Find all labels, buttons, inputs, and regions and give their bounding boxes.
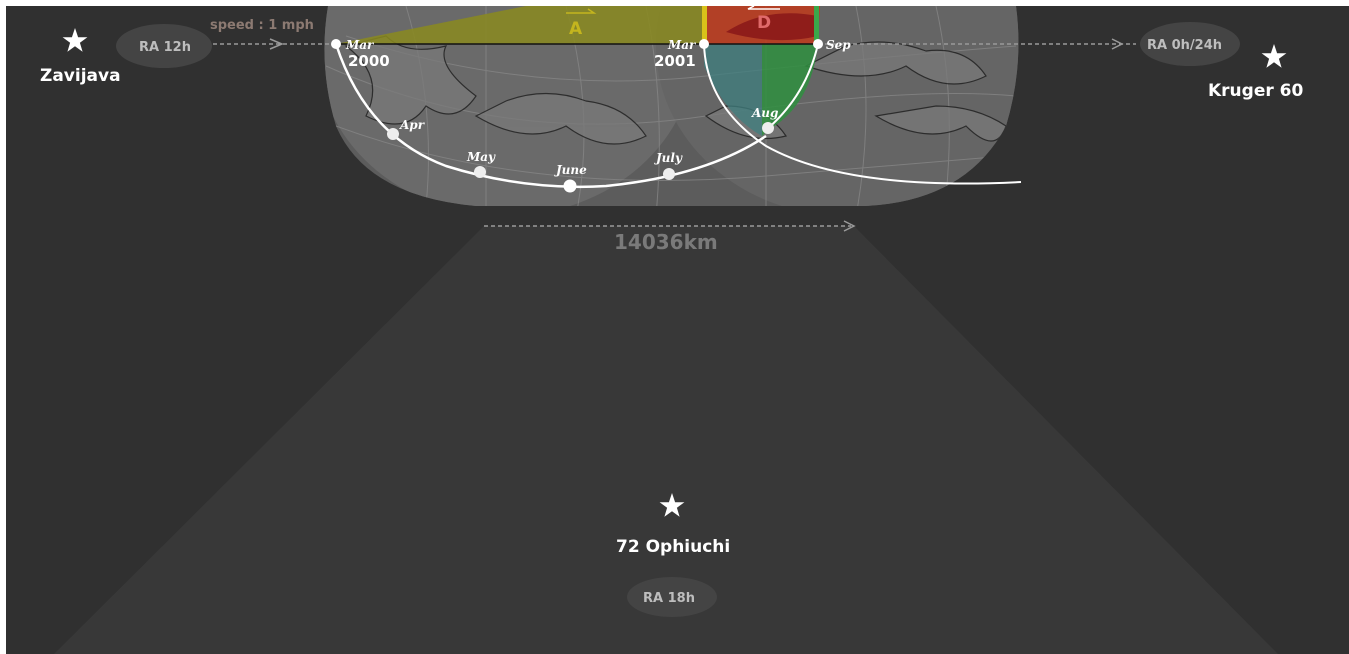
- orbit-return-arc: [765, 43, 819, 131]
- label-apr: Apr: [399, 118, 426, 132]
- kruger-60-name: Kruger 60: [1208, 81, 1303, 101]
- label-sep: Sep: [826, 38, 851, 52]
- year-2000-label: 2000: [348, 52, 390, 70]
- star-zavijava: Zavijava RA 12h: [40, 24, 212, 86]
- speed-arrow: [269, 38, 284, 50]
- ra-0h-badge: [1140, 22, 1240, 66]
- ra-18h-badge: [627, 577, 717, 617]
- ra-18h-label: RA 18h: [643, 591, 695, 606]
- star-icon: [62, 28, 88, 52]
- star-kruger-60: Kruger 60 RA 0h/24h: [1140, 22, 1303, 101]
- sight-arrow-right: [1111, 38, 1124, 50]
- label-may: May: [466, 150, 496, 164]
- label-mar-2001: Mar: [667, 38, 697, 52]
- region-green: [762, 44, 818, 136]
- ra-12h-label: RA 12h: [139, 40, 191, 55]
- region-a-shade: [336, 6, 702, 44]
- speed-label: speed : 1 mph: [210, 18, 314, 33]
- region-d-label: D: [757, 13, 771, 33]
- 72-ophiuchi-name: 72 Ophiuchi: [616, 537, 730, 557]
- point-sep: [813, 39, 823, 49]
- label-aug: Aug: [751, 106, 778, 120]
- earth-orbit-2000: [334, 43, 767, 189]
- ra-0h-label: RA 0h/24h: [1147, 38, 1222, 53]
- ra-12h-badge: [116, 24, 212, 68]
- point-may: [474, 166, 486, 178]
- star-icon: [1261, 44, 1287, 68]
- star-icon: [659, 493, 685, 517]
- label-mar-2000: Mar: [345, 38, 375, 52]
- zavijava-name: Zavijava: [40, 66, 121, 86]
- region-a-label: A: [569, 19, 583, 39]
- point-mar-2000: [331, 39, 341, 49]
- star-72-ophiuchi: 72 Ophiuchi RA 18h: [616, 493, 730, 617]
- point-july: [663, 168, 675, 180]
- label-july: July: [654, 151, 683, 165]
- point-mar-2001: [699, 39, 709, 49]
- region-teal: [704, 44, 762, 136]
- world-map-globe: [324, 6, 1019, 206]
- earth-orbit-2001: [703, 43, 1022, 185]
- point-apr: [387, 128, 399, 140]
- point-aug: [762, 122, 774, 134]
- scene-stage: Mar Apr May June July Aug Mar Sep 2000 2…: [6, 6, 1349, 654]
- region-d-shade: [726, 13, 818, 41]
- distance-arrow-head: [843, 220, 856, 232]
- label-june: June: [554, 163, 587, 177]
- point-june: [563, 179, 577, 193]
- year-2001-label: 2001: [654, 52, 696, 70]
- view-cone: [54, 226, 1278, 654]
- region-a-arrow: [566, 8, 597, 14]
- distance-label: 14036km: [614, 230, 718, 254]
- orbit-diagram: Mar Apr May June July Aug Mar Sep 2000 2…: [40, 6, 1303, 654]
- region-d-arrow: [747, 6, 780, 10]
